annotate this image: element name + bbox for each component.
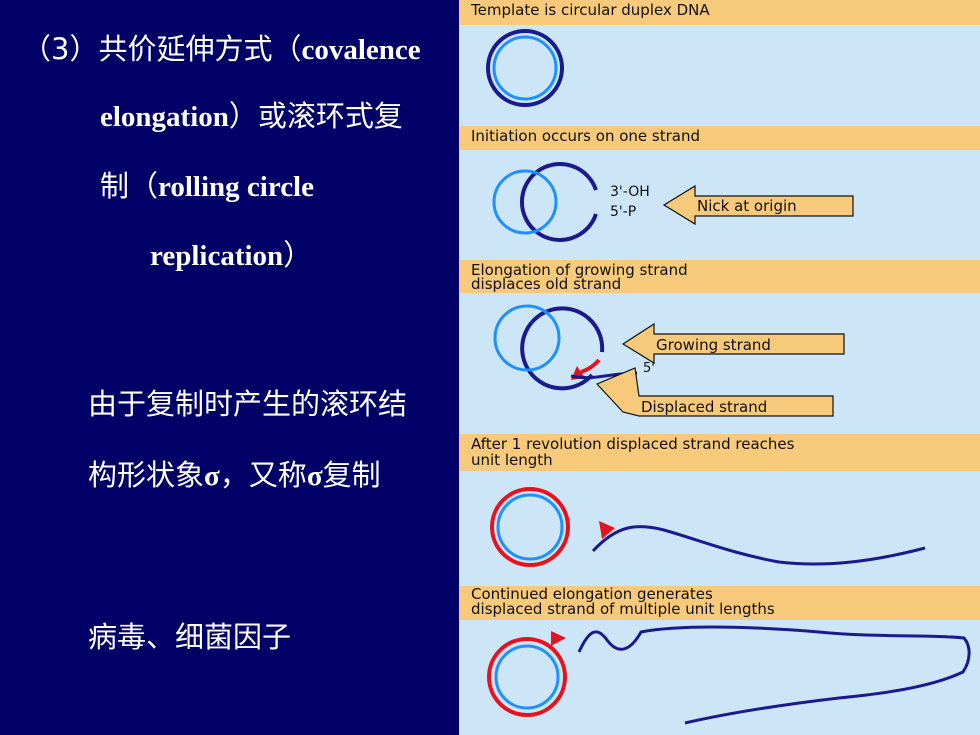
heading-line-4-en: replication: [150, 240, 284, 272]
caption-band-2: Initiation occurs on one strand: [459, 126, 980, 150]
nick-at-origin-arrow: [662, 184, 854, 226]
heading-line-3-zh: 制（: [100, 169, 159, 203]
body-line-2-b: ，又称: [219, 458, 307, 492]
caption-band-3: Elongation of growing strand displaces o…: [459, 260, 980, 293]
panel-5-caption-line-1: Continued elongation generates: [471, 585, 713, 603]
nicked-outer-strand: [519, 162, 598, 242]
displaced-strand-label: Displaced strand: [641, 398, 767, 416]
growing-strand-label: Growing strand: [656, 336, 771, 354]
sigma-symbol: σ: [204, 460, 220, 492]
heading-line-1-en: covalence: [301, 34, 421, 66]
diagram-drawing: 3'-OH 5'-P Nick at origin Growing strand…: [486, 29, 971, 725]
growing-strand-arrowhead: [551, 631, 566, 646]
multi-unit-displaced-strand: [577, 625, 971, 725]
label-3oh: 3'-OH: [610, 184, 650, 200]
heading-line-2: elongation）或滚环式复: [100, 93, 403, 135]
body-line-3: 病毒、细菌因子: [88, 620, 292, 654]
label-5-prime: 5': [643, 361, 655, 376]
nick-at-origin-label: Nick at origin: [697, 197, 797, 215]
inner-strand-circle: [494, 644, 560, 710]
growing-strand-circle: [487, 637, 567, 717]
heading-line-4-zh: ）: [283, 238, 313, 272]
inner-strand-circle: [496, 493, 564, 561]
panel-1-caption: Template is circular duplex DNA: [471, 1, 710, 19]
panel-4-caption-line-1: After 1 revolution displaced strand reac…: [471, 435, 795, 453]
heading-line-2-zh: ）或滚环式复: [228, 99, 403, 133]
caption-band-4: After 1 revolution displaced strand reac…: [459, 434, 980, 471]
heading-line-1-prefix: （3）共价延伸方式（: [22, 32, 302, 66]
inner-strand-circle: [492, 169, 558, 235]
panel-4-caption-line-2: unit length: [471, 451, 553, 469]
displaced-strand-arrow: [595, 367, 834, 417]
growing-strand-arrow: [621, 322, 845, 365]
body-line-2-a: 构形状象: [88, 458, 205, 492]
outer-strand-circle: [486, 29, 564, 107]
heading-line-2-en: elongation: [100, 101, 229, 133]
outer-strand-arc: [520, 306, 605, 391]
panel-3-caption-line-2: displaces old strand: [471, 275, 622, 293]
heading-line-3: 制（rolling circle: [100, 163, 314, 205]
body-line-1: 由于复制时产生的滚环结: [88, 387, 408, 421]
inner-strand-circle: [492, 35, 558, 101]
panel-2-caption: Initiation occurs on one strand: [471, 127, 700, 145]
heading-line-3-en: rolling circle: [158, 171, 314, 203]
caption-band-1: Template is circular duplex DNA: [459, 0, 980, 25]
rolling-circle-figure: Template is circular duplex DNA Initiati…: [459, 0, 980, 735]
inner-strand-circle: [493, 304, 561, 372]
heading-line-1: （3）共价延伸方式（covalence: [22, 26, 421, 68]
unit-length-displaced-strand: [591, 525, 926, 566]
panel-3-caption-line-1: Elongation of growing strand: [471, 261, 688, 279]
label-5p: 5'-P: [610, 204, 636, 220]
caption-band-5: Continued elongation generates displaced…: [459, 586, 980, 620]
growing-strand-arc: [580, 358, 601, 374]
body-line-2: 构形状象σ，又称σ复制: [88, 452, 381, 494]
panel-5-caption-line-2: displaced strand of multiple unit length…: [471, 600, 775, 618]
body-line-2-c: 复制: [322, 458, 381, 492]
heading-line-4: replication）: [150, 232, 312, 274]
growing-strand-circle: [490, 487, 570, 567]
growing-strand-arrowhead: [599, 521, 615, 539]
sigma-symbol: σ: [306, 460, 323, 492]
